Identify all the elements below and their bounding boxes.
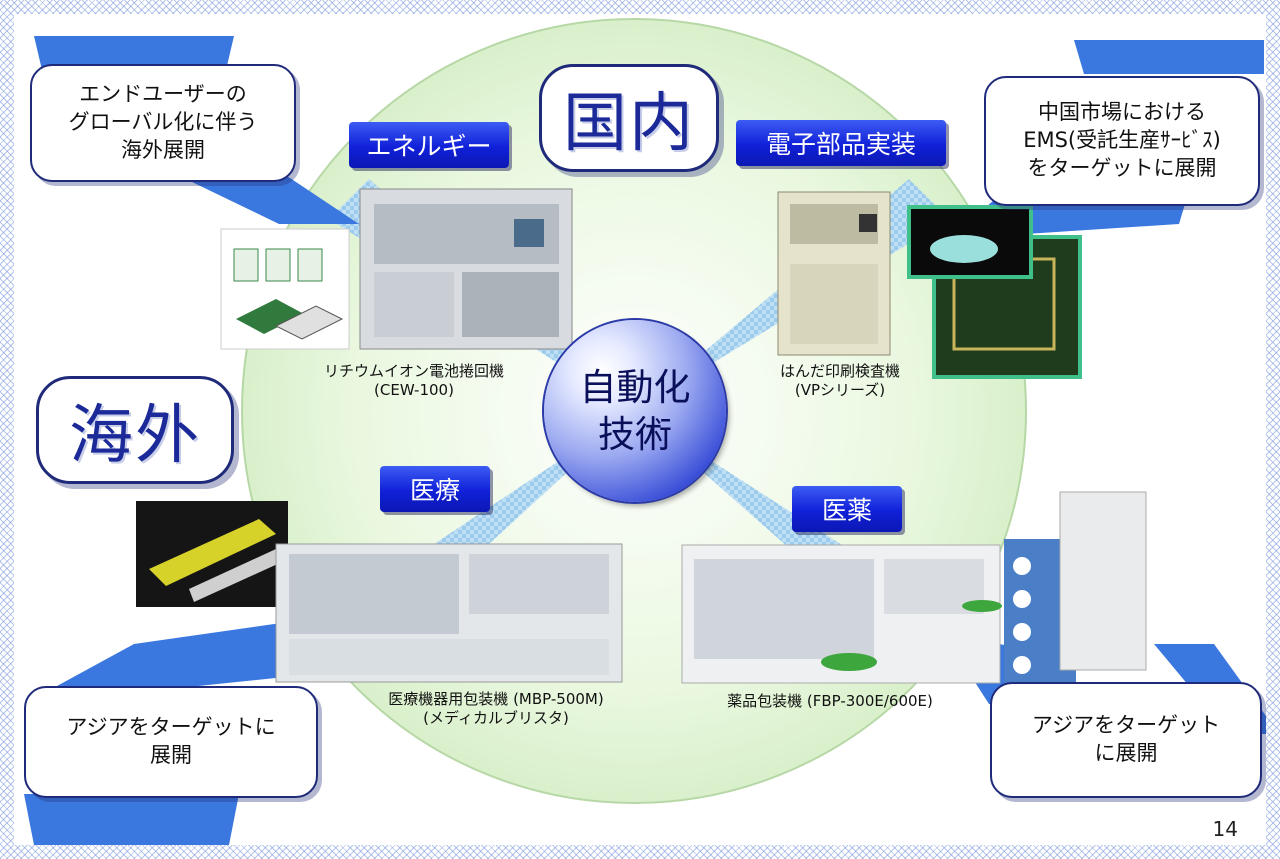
medical-tray-image <box>136 501 288 607</box>
callout-bottom-right: アジアをターゲット に展開 <box>990 682 1262 798</box>
hub-label: 自動化 技術 <box>579 365 691 456</box>
arrow-bottom-left-ribbon <box>24 794 239 845</box>
caption-pharma-packer: 薬品包装機 (FBP-300E/600E) <box>727 692 933 710</box>
solder-inspector-image <box>777 191 891 356</box>
pharma-machine-image <box>681 544 1002 684</box>
callout-top-left: エンドユーザーの グローバル化に伴う 海外展開 <box>30 64 296 182</box>
arrow-top-right-ribbon <box>1074 40 1264 74</box>
background-diagram <box>24 18 1266 845</box>
arrow-bottom-left <box>24 614 344 704</box>
automation-tech-hub: 自動化 技術 <box>544 320 726 502</box>
product-images <box>136 188 1147 701</box>
battery-card-image <box>220 228 350 350</box>
category-energy: エネルギー <box>349 122 509 168</box>
category-medical: 医療 <box>380 466 490 512</box>
overseas-label: 海外 <box>36 376 234 484</box>
callout-bottom-left: アジアをターゲットに 展開 <box>24 686 318 798</box>
category-pharma: 医薬 <box>792 486 902 532</box>
tablet-blister-image <box>1004 491 1147 701</box>
slide: 自動化 技術 国内 海外 エネルギー 電子部品実装 医療 医薬 リチウムイオン電… <box>14 14 1266 845</box>
domestic-label: 国内 <box>539 64 719 172</box>
caption-blister-packer: 医療機器用包装機 (MBP-500M) (メディカルブリスタ) <box>388 690 604 727</box>
callout-top-right: 中国市場における EMS(受託生産ｻｰﾋﾞｽ) をターゲットに展開 <box>984 76 1260 206</box>
battery-machine-image <box>359 188 573 350</box>
page-number: 14 <box>1212 817 1238 841</box>
pcb-image <box>907 205 1082 379</box>
blister-machine-image <box>275 543 623 683</box>
arrow-top-left-ribbon <box>34 36 234 70</box>
category-electronics: 電子部品実装 <box>736 120 946 166</box>
caption-solder-inspector: はんだ印刷検査機 (VPシリーズ) <box>779 362 900 399</box>
caption-battery-winder: リチウムイオン電池捲回機 (CEW-100) <box>323 362 504 399</box>
